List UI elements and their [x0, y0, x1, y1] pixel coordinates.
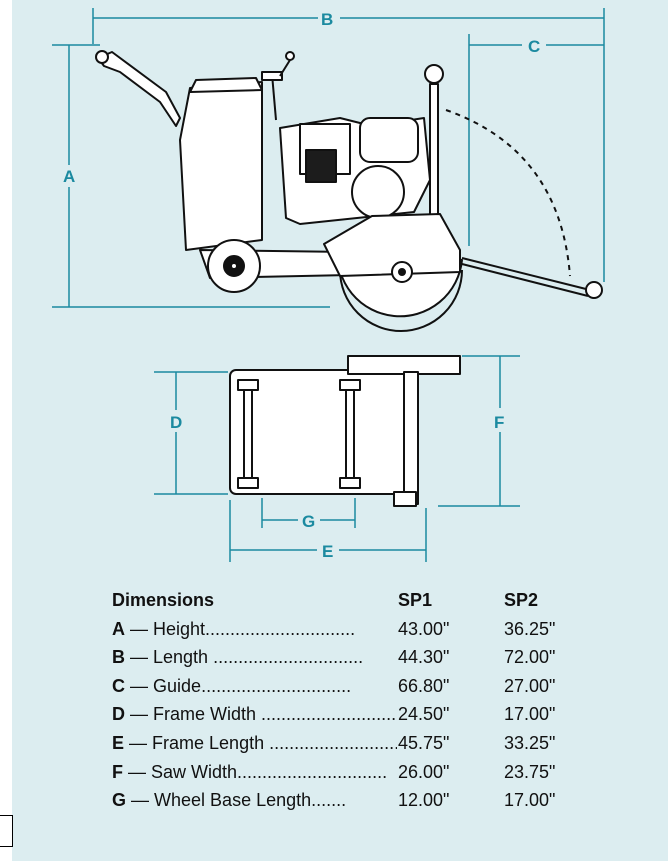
row-label: G — Wheel Base Length.......	[112, 786, 397, 814]
row-letter: E	[112, 732, 125, 753]
top-view-dimensions	[154, 355, 520, 562]
row-letter: A	[112, 618, 125, 639]
dim-label-e: E	[322, 542, 333, 561]
row-dash: —	[124, 732, 153, 753]
table-row: G — Wheel Base Length.......12.00"17.00"	[112, 786, 592, 815]
row-sp2-value: 17.00"	[504, 790, 556, 811]
guide-swing-arc	[445, 109, 571, 277]
table-row: C — Guide..............................6…	[112, 672, 592, 701]
row-dash: —	[125, 647, 154, 668]
row-sp2-value: 72.00"	[504, 647, 556, 668]
dim-label-g: G	[302, 512, 315, 531]
header-sp2: SP2	[504, 590, 539, 610]
row-dash: —	[125, 618, 154, 639]
saw-top-view	[229, 355, 461, 507]
dim-label-c: C	[528, 37, 540, 56]
row-sp1-value: 66.80"	[398, 675, 450, 696]
table-row: B — Length .............................…	[112, 643, 592, 672]
row-label: A — Height..............................	[112, 615, 397, 643]
row-label: D — Frame Width ........................…	[112, 700, 397, 728]
row-label: E — Frame Length .......................…	[112, 729, 397, 757]
dim-label-f: F	[494, 413, 504, 432]
row-sp1-value: 45.75"	[398, 732, 450, 753]
row-sp1-value: 12.00"	[398, 790, 450, 811]
dim-label-b: B	[321, 10, 333, 29]
table-row: A — Height..............................…	[112, 615, 592, 644]
row-sp2-value: 27.00"	[504, 675, 556, 696]
row-name: Wheel Base Length	[154, 790, 312, 811]
row-sp1-value: 26.00"	[398, 761, 450, 782]
row-name: Frame Length	[152, 732, 265, 753]
row-sp2-value: 23.75"	[504, 761, 556, 782]
dim-label-a: A	[63, 167, 75, 186]
row-letter: D	[112, 704, 125, 725]
saw-side-view	[95, 50, 603, 332]
row-label: F — Saw Width...........................…	[112, 758, 397, 786]
row-label: B — Length .............................…	[112, 643, 397, 671]
row-leader-dots: ..............................	[201, 675, 352, 696]
dim-label-d: D	[170, 413, 182, 432]
side-view-dimensions	[52, 8, 605, 308]
table-row: E — Frame Length .......................…	[112, 729, 592, 758]
row-dash: —	[125, 675, 154, 696]
row-leader-dots: ..............................	[208, 647, 364, 668]
row-letter: C	[112, 675, 125, 696]
row-dash: —	[125, 704, 154, 725]
row-dash: —	[126, 790, 155, 811]
dimensions-table: Dimensions SP1 SP2 A — Height...........…	[112, 586, 592, 815]
row-leader-dots: ..............................	[237, 761, 388, 782]
row-dash: —	[123, 761, 152, 782]
row-name: Frame Width	[153, 704, 257, 725]
table-row: F — Saw Width...........................…	[112, 758, 592, 787]
header-dimensions: Dimensions	[112, 590, 215, 610]
header-sp1: SP1	[398, 590, 433, 610]
row-sp2-value: 33.25"	[504, 732, 556, 753]
left-margin-box	[0, 815, 13, 847]
row-letter: F	[112, 761, 123, 782]
row-leader-dots: .......	[311, 790, 347, 811]
row-name: Guide	[153, 675, 202, 696]
row-letter: B	[112, 647, 125, 668]
row-sp2-value: 36.25"	[504, 618, 556, 639]
row-sp1-value: 44.30"	[398, 647, 450, 668]
row-sp2-value: 17.00"	[504, 704, 556, 725]
row-letter: G	[112, 790, 127, 811]
row-name: Saw Width	[151, 761, 238, 782]
row-leader-dots: ..............................	[256, 704, 397, 725]
row-name: Length	[153, 647, 209, 668]
table-row: D — Frame Width ........................…	[112, 700, 592, 729]
row-sp1-value: 24.50"	[398, 704, 450, 725]
row-label: C — Guide..............................	[112, 672, 397, 700]
row-leader-dots: ..............................	[205, 618, 356, 639]
row-leader-dots: ..............................	[269, 732, 397, 753]
row-sp1-value: 43.00"	[398, 618, 450, 639]
row-name: Height	[153, 618, 206, 639]
table-header: Dimensions SP1 SP2	[112, 586, 592, 615]
